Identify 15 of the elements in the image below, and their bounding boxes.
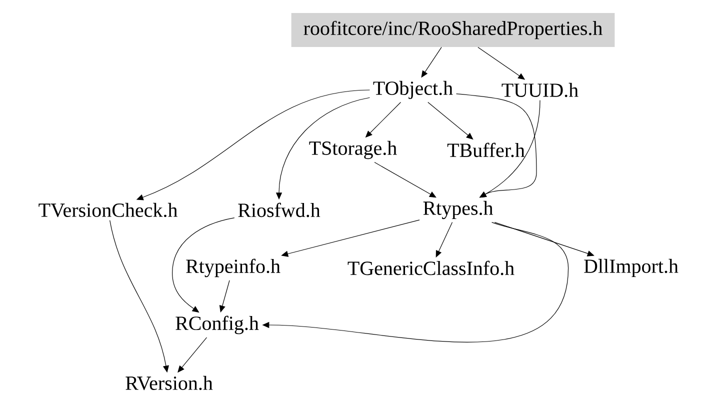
file-label: Riosfwd.h — [238, 202, 320, 218]
file-label: Rtypes.h — [423, 200, 494, 220]
file-label: TUUID.h — [502, 82, 578, 98]
file-label: TBuffer.h — [447, 142, 525, 158]
file-label: TVersionCheck.h — [38, 202, 178, 218]
file-label: TStorage.h — [309, 140, 397, 160]
file-box: roofitcore/inc/RooSharedProperties.h — [291, 13, 615, 47]
file-label: TObject.h — [373, 80, 453, 100]
file-label: RConfig.h — [176, 316, 259, 334]
file-label: DllImport.h — [584, 258, 678, 278]
file-label: TGenericClassInfo.h — [348, 260, 514, 276]
arrow — [374, 162, 436, 198]
file-label: RVersion.h — [126, 376, 213, 390]
arrow — [494, 222, 594, 256]
file-label: Rtypeinfo.h — [186, 258, 280, 278]
